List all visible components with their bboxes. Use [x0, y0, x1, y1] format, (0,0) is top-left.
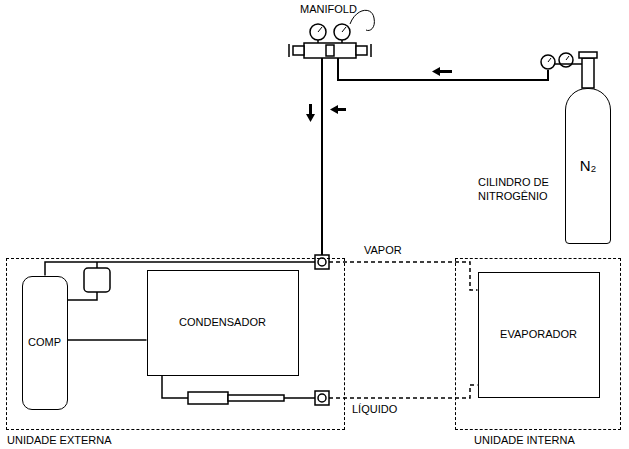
part-label: CILINDRO DE NITROGÊNIO — [478, 176, 560, 204]
evaporator-box: EVAPORADOR — [478, 272, 600, 398]
service-valve — [315, 391, 329, 405]
nitrogen-cylinder: N₂ — [565, 88, 611, 244]
flow-arrow — [306, 67, 452, 122]
line-label: VAPOR — [362, 244, 404, 257]
unit-label: UNIDADE INTERNA — [474, 434, 575, 447]
component-label: COMP — [28, 336, 61, 349]
component-label: EVAPORADOR — [500, 328, 577, 341]
part-label: MANIFOLD — [300, 3, 357, 17]
unit-label: UNIDADE EXTERNA — [7, 434, 112, 447]
regulator — [541, 52, 597, 88]
filter — [188, 392, 284, 404]
manifold — [289, 10, 374, 58]
unit-box: UNIDADE INTERNAEVAPORADOR — [455, 258, 621, 430]
unit-box: UNIDADE EXTERNACOMPCONDENSADOR — [6, 258, 345, 430]
pipe-connector — [68, 340, 147, 341]
component-label: N₂ — [580, 157, 597, 175]
hose — [338, 58, 548, 80]
hose — [321, 58, 323, 256]
condenser-box: CONDENSADOR — [147, 270, 299, 376]
component-label: CONDENSADOR — [179, 316, 266, 329]
line-label: LÍQUIDO — [350, 403, 399, 416]
pipe-segment — [68, 339, 147, 341]
accumulator — [68, 262, 110, 300]
compressor-box: COMP — [22, 276, 68, 410]
